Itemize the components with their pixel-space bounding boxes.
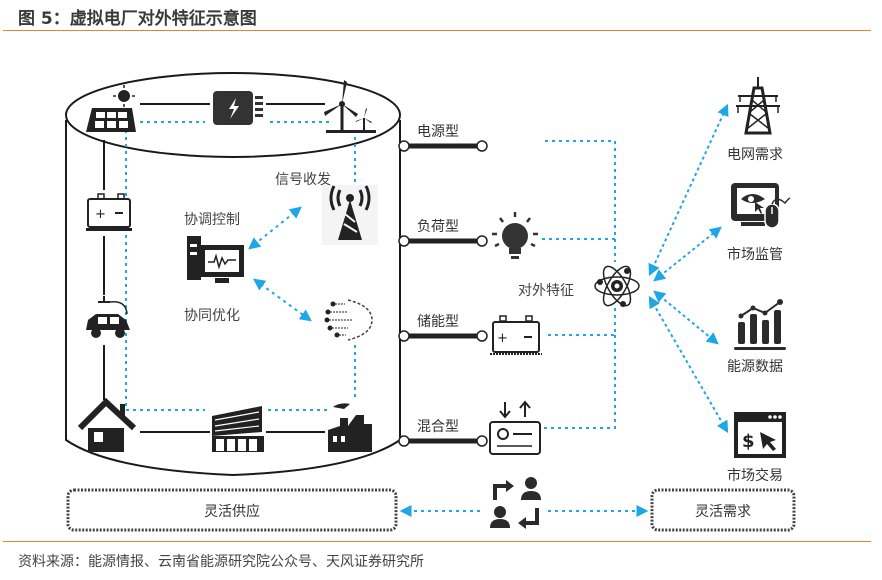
type-label: 负荷型 (417, 219, 459, 235)
target-label: 市场交易 (727, 467, 783, 484)
electric-vehicle-icon (86, 296, 130, 338)
target-label: 能源数据 (727, 359, 783, 375)
demand-label: 灵活需求 (695, 504, 751, 520)
wind-turbine-icon (324, 80, 376, 133)
control-label: 协调控制 (184, 212, 240, 228)
atom-icon (594, 265, 640, 307)
figure-title: 图 5：虚拟电厂对外特征示意图 (18, 9, 257, 29)
battery-storage-icon: + (490, 315, 542, 355)
solar-panel-icon (86, 85, 136, 132)
cylinder-body (65, 120, 401, 477)
center-label: 对外特征 (518, 283, 574, 299)
internal-solid-lines (103, 103, 325, 433)
type-to-center-links (542, 140, 616, 429)
figure-source: 资料来源：能源情报、云南省能源研究院公众号、天风证券研究所 (18, 554, 424, 570)
center-to-target-links (648, 103, 729, 434)
optimize-label: 协同优化 (184, 308, 240, 324)
type-row: 电源型 (398, 124, 488, 152)
type-label: 电源型 (417, 124, 459, 140)
battery-icon: + (86, 193, 132, 231)
svg-text:+: + (95, 207, 106, 222)
flexible-supply-box: 灵活供应 (66, 488, 398, 532)
target-label: 电网需求 (727, 147, 783, 163)
svg-text:+: + (497, 331, 508, 346)
type-label: 储能型 (417, 314, 459, 330)
browser-dollar-icon: $ (734, 412, 786, 458)
factory-icon (328, 403, 372, 452)
user-exchange-icon (490, 477, 541, 529)
house-icon (77, 397, 137, 452)
bottom-rule (3, 541, 871, 542)
control-computer-icon (187, 236, 244, 283)
top-rule (3, 30, 871, 31)
supply-label: 灵活供应 (204, 503, 260, 520)
type-connectors: 电源型 负荷型 储能型 混合型 (398, 124, 488, 447)
type-row: 负荷型 (398, 219, 488, 247)
signal-label: 信号收发 (275, 172, 331, 188)
type-row: 混合型 (398, 419, 488, 447)
signal-tower-icon (322, 185, 378, 245)
bidirectional-meter-icon (489, 400, 541, 455)
office-building-icon (212, 406, 264, 452)
cylinder (65, 72, 401, 477)
cylinder-top (65, 72, 401, 158)
type-row: 储能型 (398, 314, 488, 342)
power-tower-icon (736, 77, 780, 135)
inverter-icon (213, 91, 263, 125)
light-bulb-icon (492, 212, 538, 259)
bar-chart-trend-icon (734, 299, 786, 350)
flexible-demand-box: 灵活需求 (650, 488, 796, 532)
type-label: 混合型 (417, 419, 459, 435)
target-label: 市场监管 (727, 246, 783, 263)
internal-dotted-lines (125, 121, 356, 411)
monitor-eye-icon (731, 183, 791, 229)
optimization-gear-icon (324, 299, 373, 341)
svg-text:$: $ (742, 431, 755, 452)
